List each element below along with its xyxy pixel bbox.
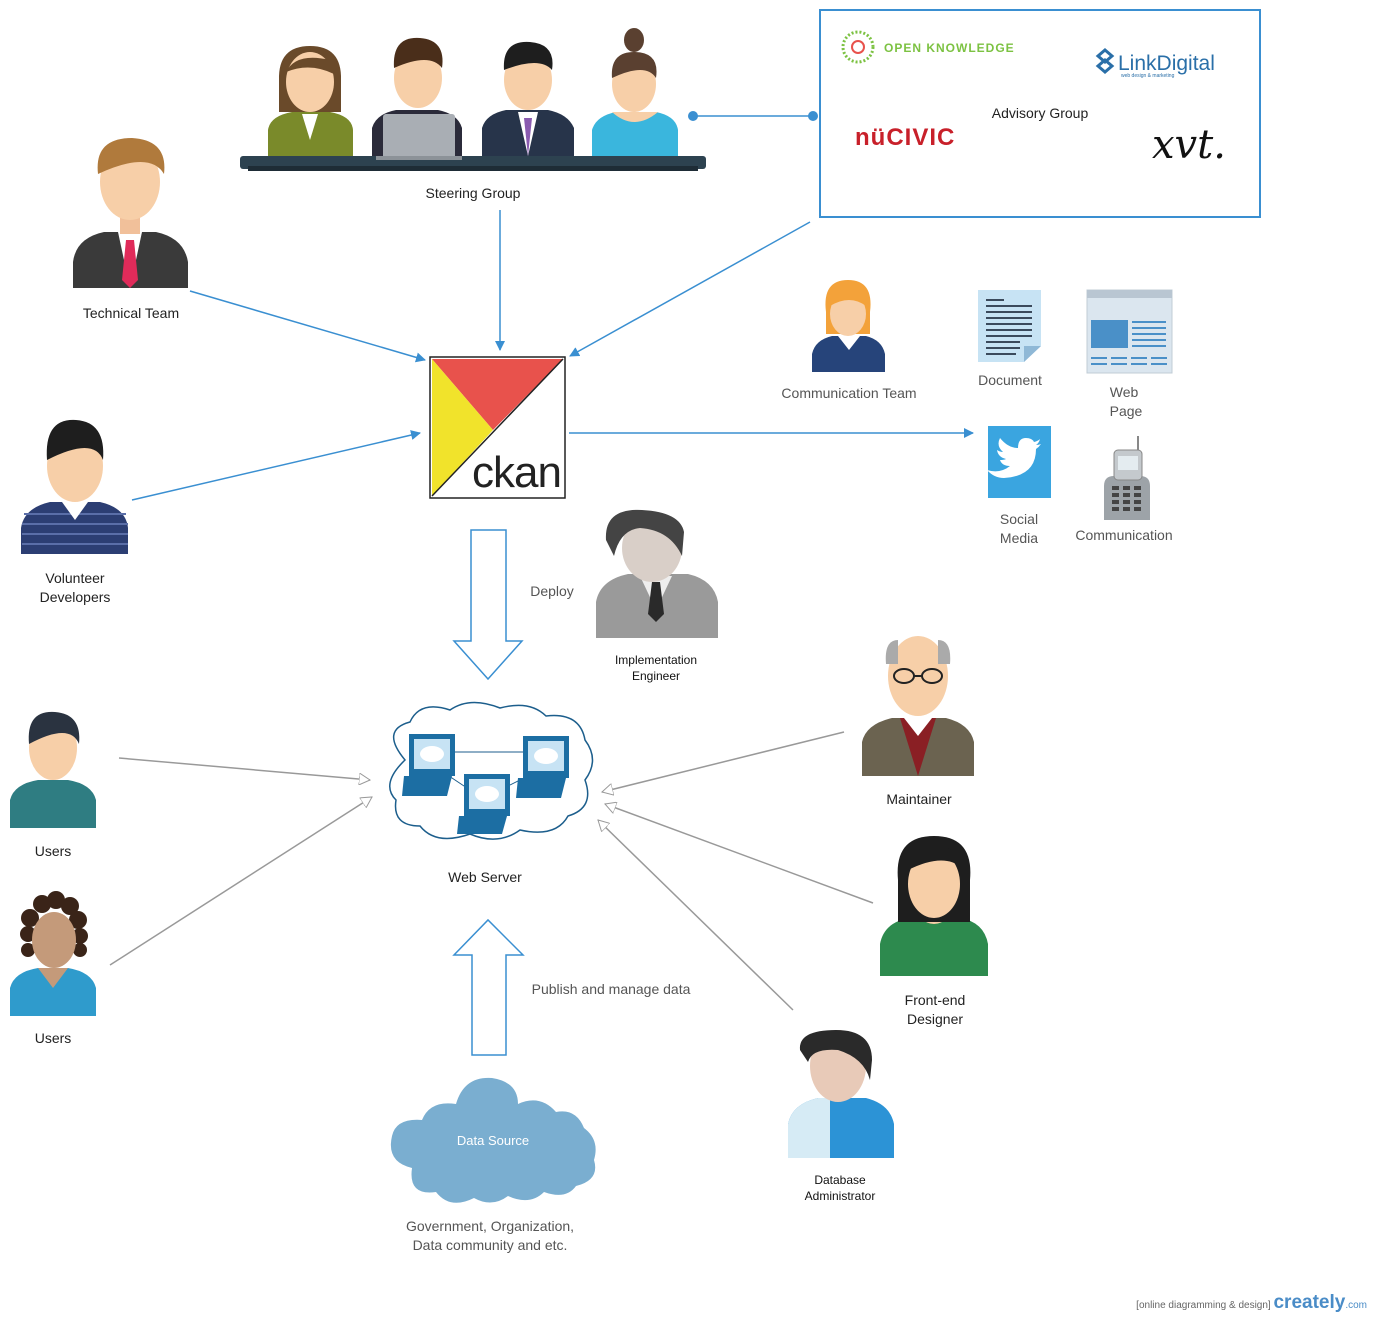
users-1-label: Users xyxy=(34,843,72,859)
steering-member-4 xyxy=(592,28,678,156)
users-1-avatar xyxy=(10,711,96,828)
technical-to-ckan-arrow xyxy=(189,290,426,363)
frontend-designer-avatar xyxy=(880,836,988,976)
open-knowledge-text: OPEN KNOWLEDGE xyxy=(884,41,1015,55)
web-server-label: Web Server xyxy=(448,869,522,885)
designer-to-server-arrow xyxy=(605,804,874,904)
creately-suffix: .com xyxy=(1345,1300,1367,1311)
communication-label: Communication xyxy=(1075,527,1173,543)
dba-to-server-arrow xyxy=(598,820,794,1011)
technical-team-label: Technical Team xyxy=(82,305,180,321)
web-page-label-2: Page xyxy=(1109,403,1143,419)
ckan-wordmark: ckan xyxy=(472,448,561,497)
volunteer-developer-avatar xyxy=(21,419,128,554)
steering-group-label: Steering Group xyxy=(425,185,521,201)
steering-member-2 xyxy=(372,37,462,160)
publish-arrow xyxy=(452,918,525,1056)
link-digital-tagline: web design & marketing xyxy=(1121,73,1175,79)
document-label: Document xyxy=(978,372,1042,388)
open-knowledge-logo: OPEN KNOWLEDGE xyxy=(841,30,1015,64)
footer-tagline: [online diagramming & design] xyxy=(1136,1300,1271,1311)
steering-member-3 xyxy=(482,41,574,156)
data-source-label: Data Source xyxy=(456,1133,530,1148)
database-admin-label-2: Administrator xyxy=(804,1189,876,1203)
social-media-label-1: Social xyxy=(999,511,1039,527)
data-source-caption-1: Government, Organization, xyxy=(405,1218,575,1234)
advisory-to-ckan-arrow xyxy=(569,221,811,357)
data-source-caption-2: Data community and etc. xyxy=(412,1237,568,1253)
publish-label: Publish and manage data xyxy=(531,981,691,997)
volunteer-developers-label-1: Volunteer xyxy=(45,570,105,586)
implementation-engineer-label-2: Engineer xyxy=(631,669,681,683)
users-2-label: Users xyxy=(34,1030,72,1046)
server-computer-2 xyxy=(516,736,569,798)
social-media-label-2: Media xyxy=(999,530,1039,546)
maintainer-label: Maintainer xyxy=(886,791,952,807)
server-computer-1 xyxy=(402,734,455,796)
ckan-logo: ckan xyxy=(429,356,566,499)
communication-team-avatar xyxy=(812,280,885,372)
steering-group-illustration xyxy=(240,28,706,171)
server-computer-3 xyxy=(457,774,510,834)
document-icon xyxy=(978,290,1041,362)
link-digital-logo: LinkDigital web design & marketing xyxy=(1095,48,1215,79)
frontend-designer-label-1: Front-end xyxy=(904,992,966,1008)
technical-team-avatar xyxy=(73,138,188,288)
advisory-group-label: Advisory Group xyxy=(991,105,1089,121)
advisory-group-box: OPEN KNOWLEDGE LinkDigital web design & … xyxy=(819,9,1261,218)
twitter-icon xyxy=(987,426,1051,498)
database-admin-label-1: Database xyxy=(814,1173,866,1187)
web-server-cloud xyxy=(389,701,594,840)
users2-to-server-arrow xyxy=(109,796,372,966)
volunteer-developers-label-2: Developers xyxy=(39,589,111,605)
maintainer-avatar xyxy=(862,636,974,776)
users1-to-server-arrow xyxy=(118,757,370,780)
volunteer-to-ckan-arrow xyxy=(131,430,421,501)
deploy-arrow xyxy=(452,529,524,681)
users-2-avatar xyxy=(10,891,96,1016)
data-source-cloud xyxy=(390,1077,596,1203)
creately-footer[interactable]: [online diagramming & design] creately.c… xyxy=(1136,1292,1367,1314)
implementation-engineer-avatar xyxy=(596,509,718,638)
link-digital-text: LinkDigital xyxy=(1118,52,1215,75)
creately-brand: creately xyxy=(1273,1292,1346,1313)
frontend-designer-label-2: Designer xyxy=(906,1011,964,1027)
connectors xyxy=(109,111,974,1056)
deploy-label: Deploy xyxy=(530,583,574,599)
database-admin-avatar xyxy=(788,1030,894,1158)
nucivic-logo: nüCIVIC xyxy=(855,124,955,151)
phone-icon xyxy=(1104,436,1150,520)
steering-member-1 xyxy=(268,46,353,156)
xvt-logo: xvt. xyxy=(1152,122,1226,168)
communication-team-label: Communication Team xyxy=(781,385,917,401)
implementation-engineer-label-1: Implementation xyxy=(614,653,698,667)
web-page-icon xyxy=(1086,289,1173,374)
maintainer-to-server-arrow xyxy=(602,731,845,792)
web-page-label-1: Web xyxy=(1109,384,1139,400)
